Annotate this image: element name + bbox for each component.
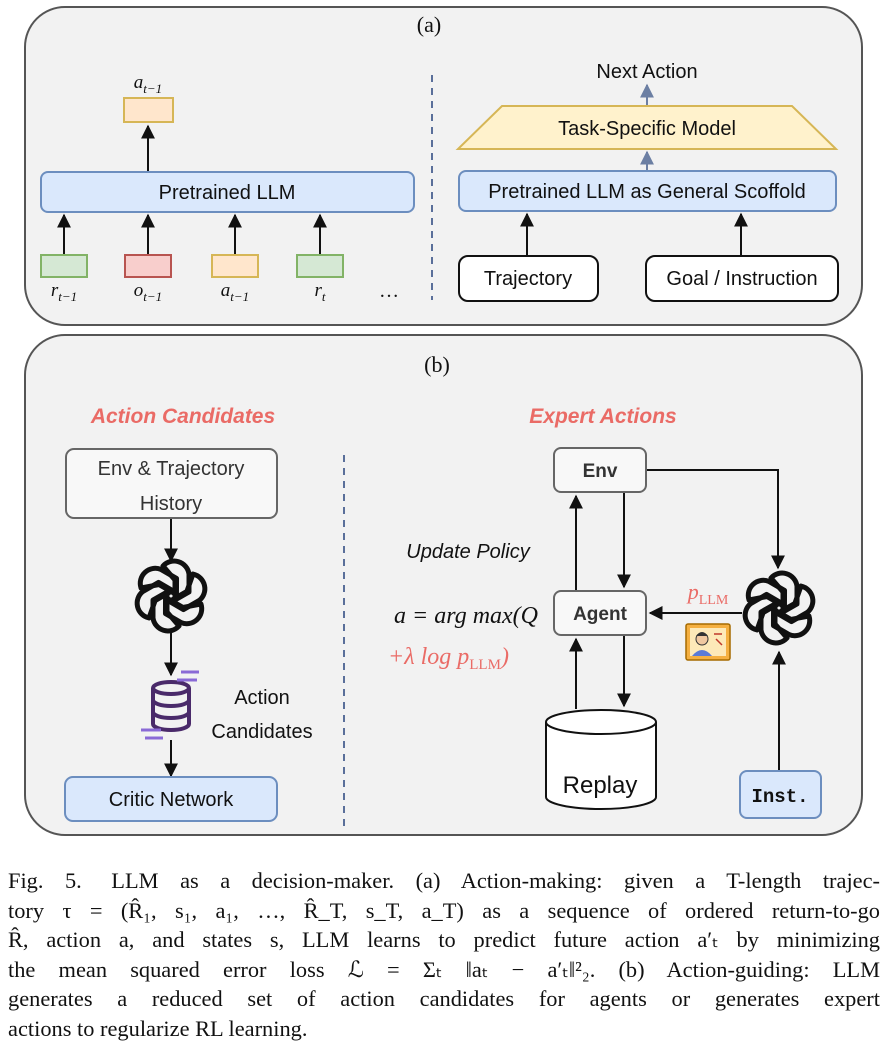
caption-line-1-text: LLM as a decision-maker. (a) Action-maki… — [111, 868, 880, 893]
caption-line-2: tory τ = (R̂₁, s₁, a₁, …, R̂_T, s_T, a_T… — [8, 897, 880, 923]
output-token-label: at−1 — [134, 72, 162, 96]
task-specific-model-trapezoid — [455, 105, 839, 150]
next-action-label: Next Action — [596, 61, 697, 83]
output-token-box — [123, 97, 174, 123]
input-token-label-3: rt — [314, 280, 325, 304]
teacher-icon — [685, 623, 731, 661]
db-label-line2: Candidates — [211, 721, 312, 743]
caption-line-3: R̂, action a, and states s, LLM learns t… — [8, 927, 880, 952]
input-token-label-2: at−1 — [221, 280, 249, 304]
openai-logo-icon — [134, 558, 208, 634]
input-token-label-1: ot−1 — [134, 280, 162, 304]
scaffold-label: Pretrained LLM as General Scoffold — [488, 181, 806, 203]
formula-line2: +λ log pLLM) — [388, 644, 509, 673]
env-history-line1: Env & Trajectory — [98, 458, 245, 480]
caption-line-1: Fig. 5. LLM as a decision-maker. (a) Act… — [8, 866, 880, 896]
db-label-line1: Action — [234, 687, 290, 709]
action-candidates-title: Action Candidates — [90, 405, 275, 428]
input-token-box-2 — [211, 254, 259, 278]
replay-label: Replay — [563, 772, 638, 799]
expert-openai-logo-icon — [742, 570, 816, 646]
scaffold-box — [458, 170, 837, 212]
panel-a: (a) at−1 Pretrained LLM rt−1 ot−1 at−1 rt …… — [24, 6, 863, 326]
replay-cylinder — [545, 709, 657, 810]
panel-b-label: (b) — [424, 352, 450, 377]
input-token-box-0 — [40, 254, 88, 278]
trajectory-box — [458, 255, 599, 302]
critic-network-box — [64, 776, 278, 822]
env-label: Env — [583, 461, 618, 482]
inst-label: Inst. — [751, 786, 808, 808]
goal-instruction-label: Goal / Instruction — [666, 268, 817, 290]
input-token-box-3 — [296, 254, 344, 278]
expert-actions-title: Expert Actions — [529, 405, 676, 428]
figure-caption: Fig. 5. LLM as a decision-maker. (a) Act… — [8, 866, 880, 1043]
caption-label: Fig. 5. — [8, 868, 82, 893]
critic-network-label: Critic Network — [109, 789, 234, 811]
caption-line-5: generates a reduced set of action candid… — [8, 986, 880, 1011]
env-box — [553, 447, 647, 493]
pretrained-llm-box — [40, 171, 415, 213]
formula-line1: a = arg max(Q — [394, 603, 538, 629]
panel-b: (b) Action Candidates Env & Trajectory H… — [24, 334, 863, 836]
input-token-box-1 — [124, 254, 172, 278]
update-policy-label: Update Policy — [406, 541, 530, 563]
panel-a-label: (a) — [417, 12, 441, 37]
goal-instruction-box — [645, 255, 839, 302]
trajectory-label: Trajectory — [484, 268, 572, 290]
figure-diagram: (a) at−1 Pretrained LLM rt−1 ot−1 at−1 rt …… — [24, 6, 863, 836]
database-icon — [141, 670, 199, 740]
p-llm-label: pLLM — [686, 579, 729, 608]
env-to-expert-llm-arrow — [647, 469, 785, 570]
input-token-label-0: rt−1 — [51, 280, 77, 304]
task-specific-model-label: Task-Specific Model — [558, 118, 736, 140]
env-history-box — [65, 448, 278, 519]
agent-label: Agent — [573, 604, 628, 625]
caption-line-4: the mean squared error loss ℒ = Σₜ ‖aₜ −… — [8, 956, 880, 982]
pretrained-llm-label: Pretrained LLM — [159, 182, 296, 204]
ellipsis-label: … — [379, 280, 399, 302]
inst-box — [739, 770, 822, 819]
agent-box — [553, 590, 647, 636]
input-tokens: rt−1 ot−1 at−1 rt — [40, 213, 344, 304]
caption-line-6: actions to regularize RL learning. — [8, 1015, 308, 1041]
env-history-line2: History — [140, 493, 202, 515]
